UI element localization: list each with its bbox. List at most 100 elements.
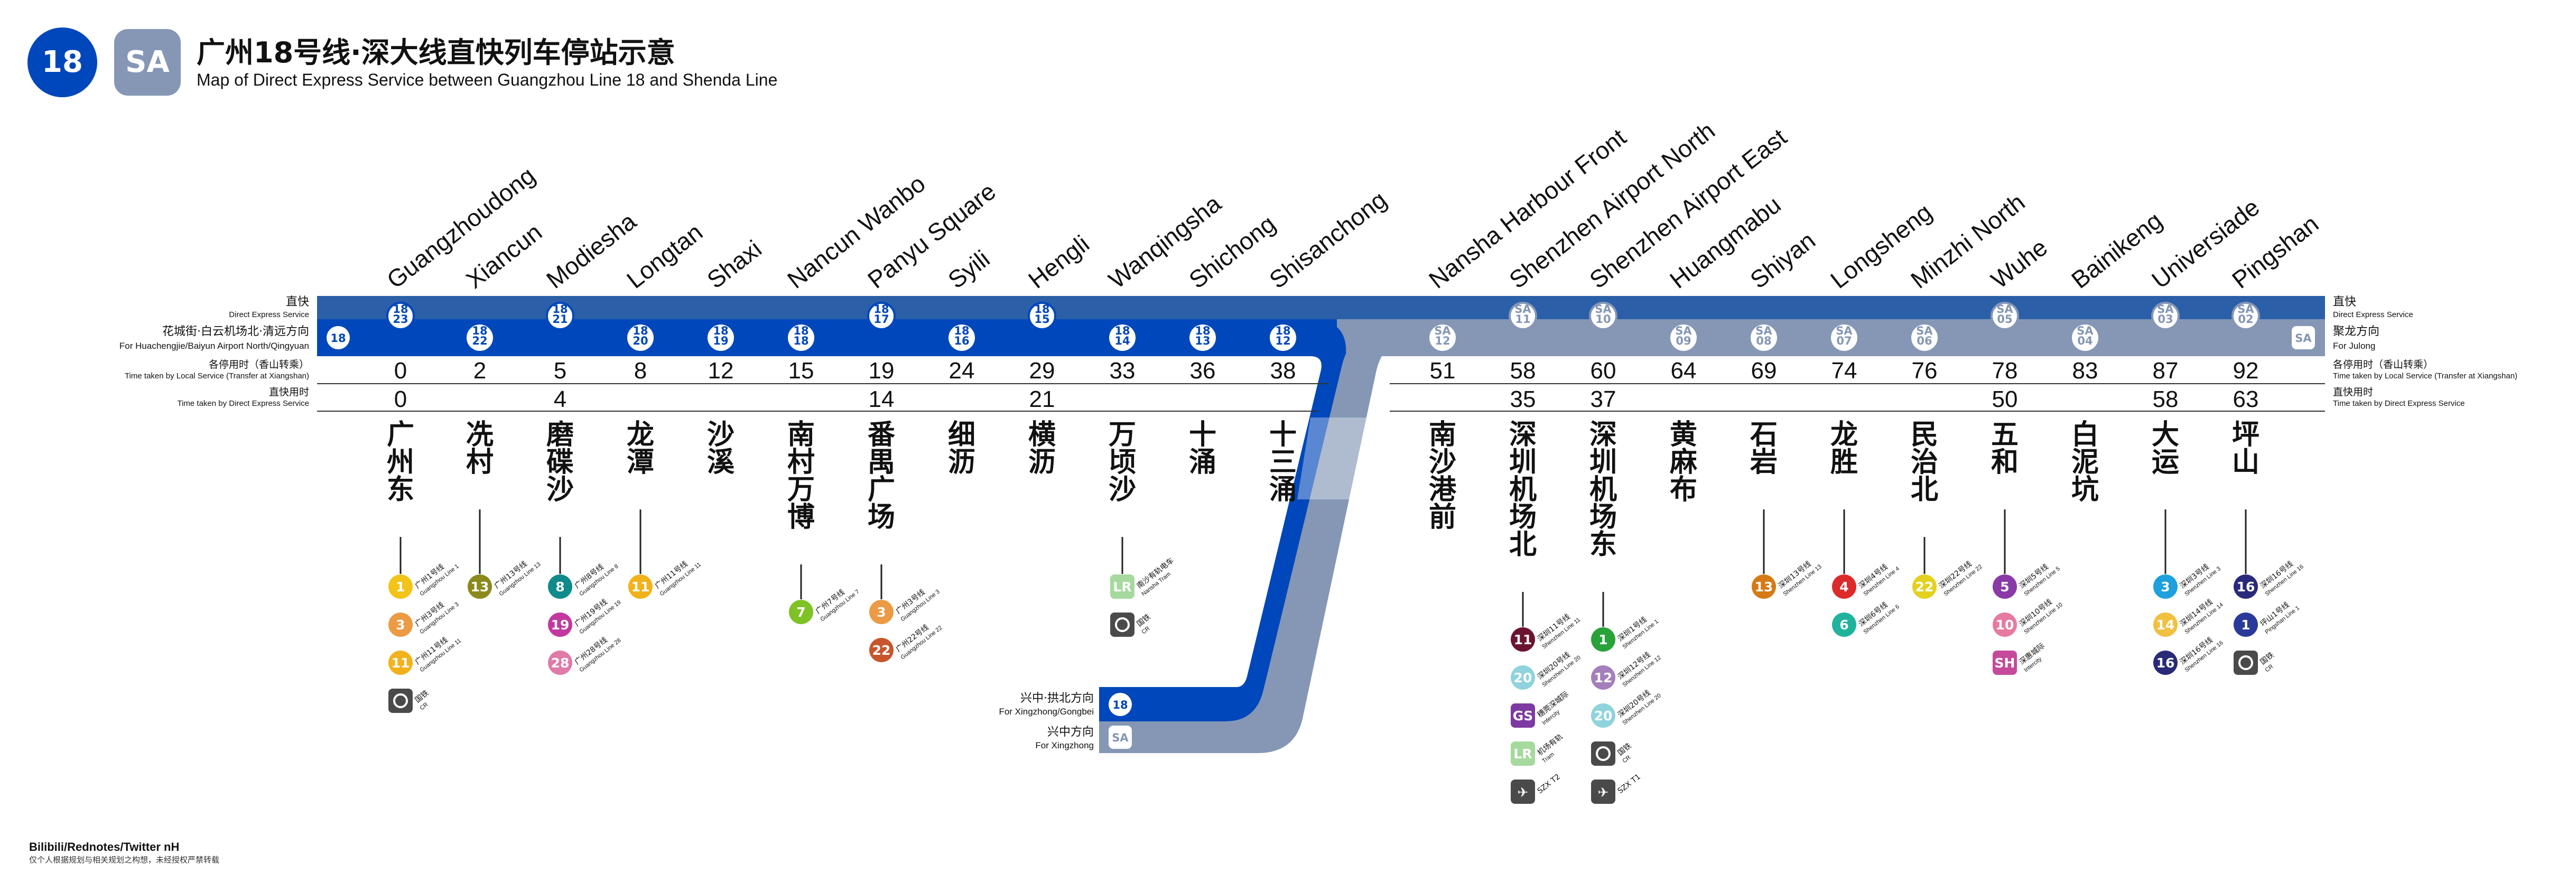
station-code-line: SA	[1996, 303, 2013, 316]
station-code-number: 11	[1515, 313, 1530, 326]
station-name-cn-char: 南	[1429, 419, 1456, 451]
transfer-badge	[1832, 574, 1856, 599]
transfer-badge	[1993, 651, 2017, 675]
station-code-number: 20	[633, 335, 648, 347]
rail-icon	[1591, 741, 1615, 766]
tracks	[317, 296, 2325, 753]
station-code-number: 06	[1917, 335, 1932, 347]
station-name-cn-char: 白	[2071, 419, 2099, 451]
footer-note: 仅个人根据规划与相关规划之构想，未经授权严禁转载	[29, 855, 219, 865]
transfer-label-cn: 国铁	[1616, 741, 1633, 757]
local-time: 69	[1751, 358, 1777, 384]
station-name-cn-char: 村	[466, 447, 494, 478]
local-time: 58	[1510, 358, 1536, 384]
station-marker	[467, 324, 493, 351]
local-time: 83	[2072, 358, 2098, 384]
station-name-cn-char: 黄	[1670, 419, 1697, 451]
transfer-badge	[2234, 613, 2258, 637]
transfer-badge	[388, 651, 413, 675]
station-name-cn-char: 广	[387, 419, 414, 451]
local-time: 60	[1591, 358, 1616, 384]
transfer-badge-text: 22	[1915, 579, 1934, 595]
line-18-logo-text: 18	[42, 45, 83, 79]
local-time: 24	[949, 358, 975, 384]
transfer-label-cn: 国铁	[414, 689, 431, 704]
express-time: 58	[2153, 386, 2179, 412]
transfer-badge-text: 7	[796, 605, 805, 620]
transfer-badge-text: 3	[396, 617, 405, 633]
station-marker	[1751, 324, 1777, 351]
station-name-cn-char: 五	[1991, 419, 2019, 451]
right-local-time-en: Time taken by Local Service (Transfer at…	[2333, 372, 2517, 381]
rail-icon	[1110, 613, 1134, 637]
station-code-number: 18	[793, 335, 808, 347]
branch-18-en: For Xingzhong/Gongbei	[999, 707, 1094, 717]
station-marker	[627, 324, 654, 351]
station-name-cn-char: 沥	[1028, 447, 1056, 478]
station-name-cn-char: 机	[1589, 474, 1617, 506]
transfer-badge-text: 11	[392, 655, 410, 671]
express-band	[317, 296, 2325, 319]
transfer-badge-text: 13	[471, 579, 489, 595]
transfer-badge-text: 28	[551, 655, 570, 671]
station-marker	[2072, 324, 2098, 351]
station-code-number: 09	[1676, 335, 1691, 347]
local-time: 29	[1029, 358, 1055, 384]
right-express-cn: 直快	[2333, 295, 2356, 309]
station-code-line: 18	[552, 303, 568, 316]
station-name-cn-char: 万	[787, 474, 815, 506]
station-code-line: 18	[793, 324, 808, 337]
station-name-cn-char: 东	[1589, 529, 1617, 561]
plane-icon-glyph: ✈	[1518, 785, 1529, 800]
transfer-badge	[1912, 574, 1937, 599]
right-express-en: Direct Express Service	[2333, 310, 2413, 319]
transfer-badge-text: 4	[1839, 579, 1848, 595]
transfer-badge-text: 1	[2241, 617, 2250, 633]
local-time: 5	[554, 358, 566, 384]
left-legend: 直快 Direct Express Service 花城街·白云机场北·清远方向…	[119, 295, 350, 408]
station-name-cn-char: 龙	[1830, 419, 1858, 451]
transfer-badge-text: 3	[877, 605, 886, 620]
station-name-en: Shiyan	[1745, 226, 1820, 294]
station-name-cn-char: 岩	[1750, 447, 1778, 478]
station-code-number: 07	[1836, 335, 1852, 347]
station-name-en: Hengli	[1023, 230, 1094, 294]
station-code-line: SA	[1514, 303, 1531, 316]
station-code-number: 19	[713, 335, 728, 347]
transfer-badge-text: 12	[1594, 670, 1613, 685]
crossing-highlight	[1297, 418, 1379, 499]
station-name-cn-char: 运	[2152, 447, 2179, 478]
station-marker	[1270, 324, 1296, 351]
transfer-label-cn: 国铁	[2259, 651, 2276, 666]
rail-icon	[388, 689, 413, 713]
express-time: 0	[394, 386, 407, 412]
station-name-cn-char: 前	[1429, 502, 1456, 533]
station-name-cn-char: 磨	[546, 419, 574, 451]
station-name-cn-char: 十	[1269, 419, 1297, 451]
express-stop-marker	[2231, 302, 2260, 330]
branch-18-cn: 兴中·拱北方向	[1020, 692, 1094, 705]
station-code-number: 05	[1997, 313, 2012, 326]
transfer-badge-text: 14	[2156, 617, 2175, 633]
sa-line-branch	[1099, 319, 1464, 753]
station-name-en: Wuhe	[1986, 233, 2052, 293]
station-name-en: Modiesha	[541, 207, 641, 294]
station-name-cn-char: 场	[1509, 502, 1537, 533]
transfer-badge-text: 22	[872, 643, 891, 658]
transfer-badge	[548, 574, 572, 599]
transfer-badge	[548, 651, 572, 675]
station-code-line: SA	[1434, 324, 1451, 337]
station-code-line: 18	[393, 303, 408, 316]
local-time: 19	[869, 358, 895, 384]
transfer-badge	[869, 638, 894, 662]
station-code-line: SA	[1836, 324, 1853, 337]
station-name-cn-char: 坑	[2071, 474, 2099, 506]
station-name-cn-char: 民	[1911, 419, 1938, 451]
station-name-cn-char: 横	[1028, 419, 1056, 451]
station-name-cn-char: 南	[787, 419, 815, 451]
branch-line-sa-bullet	[1109, 726, 1132, 749]
transfer-badge	[548, 613, 572, 637]
transfer-badge-text: 16	[2237, 579, 2255, 595]
station-name-cn-char: 碟	[546, 447, 574, 478]
